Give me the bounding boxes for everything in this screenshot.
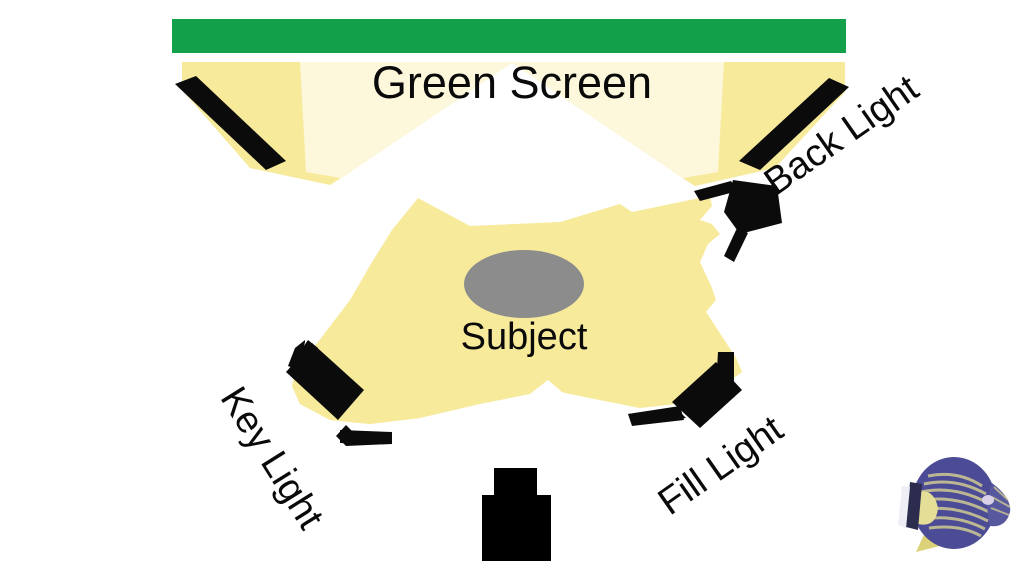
angelfish-logo xyxy=(898,457,1011,552)
beam-bottom-notch xyxy=(520,380,592,414)
angelfish-right-fin-rays xyxy=(990,486,1011,516)
fill-light-fixture xyxy=(628,352,742,428)
backdrop-beam-center-gap xyxy=(324,63,700,200)
fill-light-barndoor-upper xyxy=(716,352,734,392)
angelfish-right-fin xyxy=(987,483,1011,527)
green-screen-backdrop xyxy=(172,19,846,53)
angelfish-gill-stripe xyxy=(898,486,910,528)
backdrop-light-left-bar xyxy=(175,76,286,170)
camera-body xyxy=(482,468,551,561)
back-light-fixture xyxy=(694,180,782,262)
key-light-barndoor-upper xyxy=(288,340,305,370)
angelfish-mouth xyxy=(982,495,994,505)
camera-lens xyxy=(494,468,537,500)
camera-housing xyxy=(482,495,551,561)
green-screen-label: Green Screen xyxy=(372,57,652,108)
back-light-barndoor-upper xyxy=(694,181,738,201)
fill-light-label: Fill Light xyxy=(651,408,791,524)
key-light-fixture xyxy=(286,340,392,446)
backdrop-light-right-bar xyxy=(739,78,849,170)
back-light-barndoor-lower xyxy=(724,228,748,262)
key-light-barndoor-lower2 xyxy=(340,430,392,444)
back-light-head xyxy=(724,180,782,234)
key-light-barndoor-upper2 xyxy=(290,340,318,374)
subject-marker xyxy=(464,250,584,318)
subject-label: Subject xyxy=(461,316,588,358)
backdrop-light-right xyxy=(739,78,849,170)
backdrop-beam-right-core xyxy=(512,62,724,180)
fill-light-barndoor-lower2 xyxy=(628,406,684,426)
backdrop-beam-left-core xyxy=(300,62,512,180)
angelfish-eye-band xyxy=(906,482,922,530)
backdrop-light-left xyxy=(175,76,286,170)
